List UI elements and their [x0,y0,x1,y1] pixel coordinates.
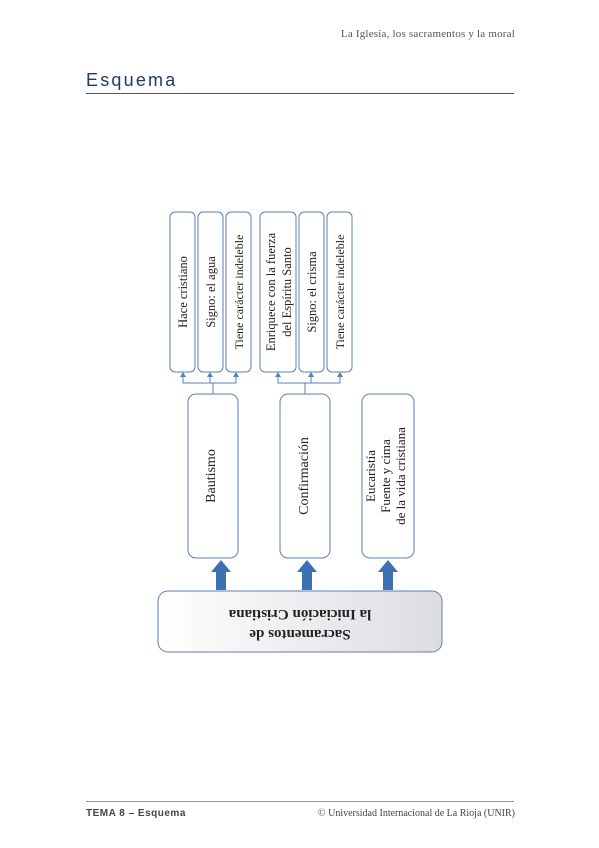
confirmacion-detail-1-line2: del Espíritu Santo [280,247,294,337]
arrow-to-eucaristia [378,560,398,590]
footer-rule [86,801,514,802]
confirmacion-detail-2: Signo: el crisma [305,251,319,333]
confirmacion-detail-1-line1: Enriquece con la fuerza [264,232,278,351]
bautismo-detail-box-1 [169,211,196,373]
confirmacion-detail-box-1 [259,211,297,373]
confirmacion-label: Confirmación [297,437,312,515]
root-label-line1: Sacramentos de [249,626,351,642]
root-box [157,590,443,653]
bautismo-detail-1: Hace cristiano [176,256,190,328]
bautismo-connector-arrowheads [180,372,239,377]
bautismo-label: Bautismo [204,449,219,503]
confirmacion-detail-box-2 [298,211,325,373]
footer-copyright: © Universidad Internacional de La Rioja … [318,808,515,819]
bautismo-detail-3: Tiene carácter indeleble [232,235,246,350]
footer-topic: TEMA 8 – Esquema [86,808,186,819]
confirmacion-connector-arrowheads [275,372,343,377]
bautismo-detail-box-2 [197,211,224,373]
eucaristia-label-line1: Eucaristía [363,450,378,502]
confirmacion-detail-3: Tiene carácter indeleble [333,235,347,350]
confirmacion-detail-box-3 [326,211,353,373]
title-underline [86,93,514,94]
bautismo-detail-2: Signo: el agua [204,256,218,328]
bautismo-detail-box-3 [225,211,252,373]
root-label-line2: la Iniciación Cristiana [228,606,371,622]
eucaristia-label-line3: de la vida cristiana [393,427,408,525]
running-header: La Iglesia, los sacramentos y la moral [340,28,515,40]
arrow-to-confirmacion [297,560,317,590]
page-title: Esquema [86,70,178,90]
eucaristia-label-line2: Fuente y cima [378,439,393,513]
arrow-to-bautismo [211,560,231,590]
eucaristia-box [361,393,415,559]
